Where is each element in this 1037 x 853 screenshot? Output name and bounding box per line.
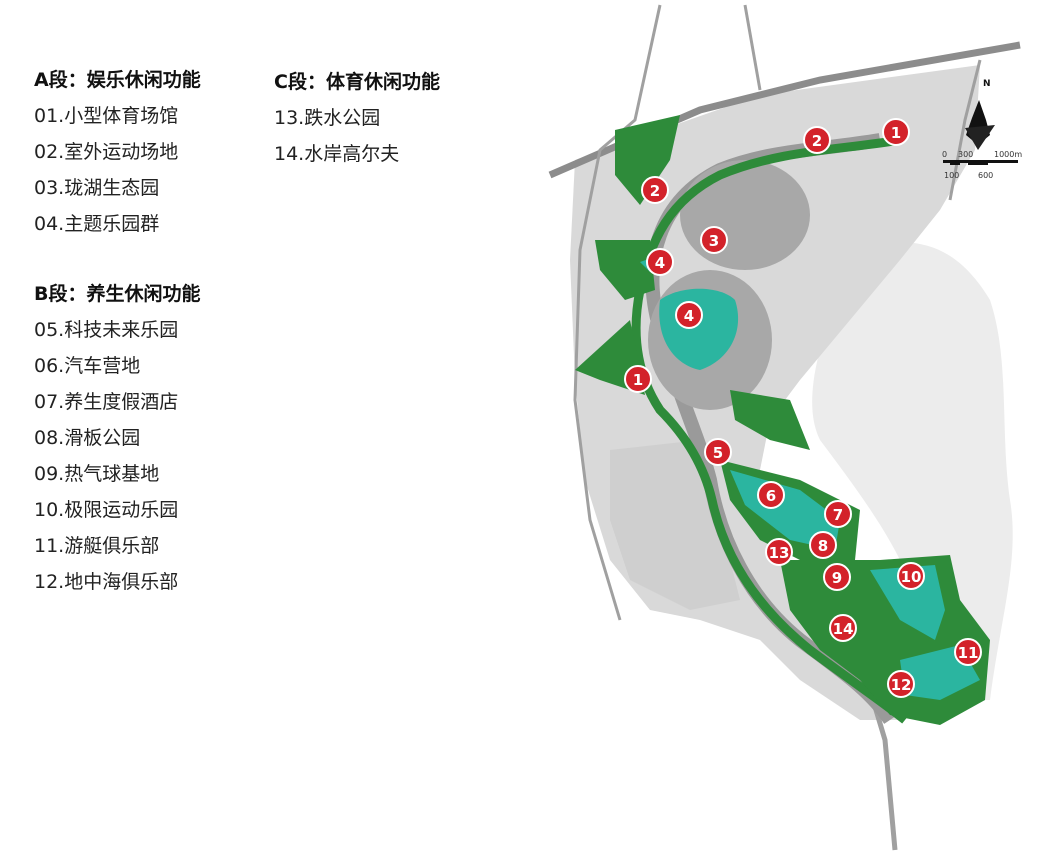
legend-item: 10.极限运动乐园 xyxy=(34,499,179,521)
marker-label: 2 xyxy=(812,132,822,150)
map-marker-1: 1 xyxy=(624,365,652,393)
legend-item: 01.小型体育场馆 xyxy=(34,105,179,127)
legend-item: 08.滑板公园 xyxy=(34,427,141,449)
marker-circle xyxy=(897,562,925,590)
marker-circle xyxy=(829,614,857,642)
map-marker-4: 4 xyxy=(646,248,674,276)
legend-item: 13.跌水公园 xyxy=(274,107,381,129)
marker-label: 13 xyxy=(769,544,790,562)
marker-label: 12 xyxy=(891,676,912,694)
scale-bar: 0 300 1000m 100 600 xyxy=(942,150,1022,180)
map-marker-6: 6 xyxy=(757,481,785,509)
legend-section-c: C段：体育休闲功能 13.跌水公园 14.水岸高尔夫 xyxy=(274,64,440,172)
legend-section-b: B段：养生休闲功能 05.科技未来乐园 06.汽车营地 07.养生度假酒店 08… xyxy=(34,276,200,600)
section-a-title: A段：娱乐休闲功能 xyxy=(34,69,201,91)
lake-district xyxy=(680,160,810,270)
map-marker-11: 11 xyxy=(954,638,982,666)
green-area xyxy=(615,115,680,205)
scale-label: 0 xyxy=(942,150,947,159)
marker-circle xyxy=(803,126,831,154)
marker-label: 8 xyxy=(818,537,828,555)
marker-circle xyxy=(675,301,703,329)
section-c-title: C段：体育休闲功能 xyxy=(274,71,440,93)
map-marker-2: 2 xyxy=(641,176,669,204)
map-marker-3: 3 xyxy=(700,226,728,254)
marker-label: 4 xyxy=(655,254,665,272)
marker-label: 11 xyxy=(958,644,979,662)
marker-circle xyxy=(823,563,851,591)
marker-circle xyxy=(824,500,852,528)
north-label: N xyxy=(983,79,991,89)
marker-label: 2 xyxy=(650,182,660,200)
marker-circle xyxy=(700,226,728,254)
scale-label: 100 xyxy=(944,171,959,180)
north-arrow: N xyxy=(965,79,995,150)
marker-label: 14 xyxy=(833,620,854,638)
road xyxy=(948,59,982,201)
green-corridor xyxy=(631,135,908,724)
legend-section-a: A段：娱乐休闲功能 01.小型体育场馆 02.室外运动场地 03.珑湖生态园 0… xyxy=(34,62,201,242)
green-area xyxy=(730,390,810,450)
green-area xyxy=(595,240,655,300)
scale-label: 600 xyxy=(978,171,993,180)
marker-label: 3 xyxy=(709,232,719,250)
marker-circle xyxy=(624,365,652,393)
scale-label: 1000m xyxy=(994,150,1022,159)
compass-icon xyxy=(965,125,995,150)
marker-label: 1 xyxy=(633,371,643,389)
marker-circle xyxy=(757,481,785,509)
marker-circle xyxy=(704,438,732,466)
marker-label: 10 xyxy=(901,568,922,586)
marker-circle xyxy=(954,638,982,666)
marker-label: 9 xyxy=(832,569,842,587)
marker-label: 4 xyxy=(684,307,694,325)
marker-circle xyxy=(809,531,837,559)
map-marker-12: 12 xyxy=(887,670,915,698)
map-marker-14: 14 xyxy=(829,614,857,642)
legend-item: 09.热气球基地 xyxy=(34,463,160,485)
section-b-title: B段：养生休闲功能 xyxy=(34,283,201,305)
legend-item: 07.养生度假酒店 xyxy=(34,391,179,413)
legend-item: 12.地中海俱乐部 xyxy=(34,571,179,593)
hill-terrain xyxy=(812,242,1013,700)
map-marker-13: 13 xyxy=(765,538,793,566)
legend-item: 03.珑湖生态园 xyxy=(34,177,160,199)
map-marker-7: 7 xyxy=(824,500,852,528)
map-marker-5: 5 xyxy=(704,438,732,466)
map-marker-10: 10 xyxy=(897,562,925,590)
marker-circle xyxy=(641,176,669,204)
marker-circle xyxy=(646,248,674,276)
map-marker-4: 4 xyxy=(675,301,703,329)
marker-circle xyxy=(765,538,793,566)
legend-item: 05.科技未来乐园 xyxy=(34,319,179,341)
legend-item: 04.主题乐园群 xyxy=(34,213,160,235)
legend-item: 02.室外运动场地 xyxy=(34,141,179,163)
road xyxy=(743,4,762,91)
map-marker-9: 9 xyxy=(823,563,851,591)
legend-item: 11.游艇俱乐部 xyxy=(34,535,160,557)
marker-label: 5 xyxy=(713,444,723,462)
scale-label: 300 xyxy=(958,150,973,159)
water-area xyxy=(870,565,945,640)
water-area xyxy=(730,470,840,550)
legend-item: 06.汽车营地 xyxy=(34,355,141,377)
road xyxy=(573,4,662,621)
marker-label: 6 xyxy=(766,487,776,505)
marker-label: 1 xyxy=(891,124,901,142)
marker-circle xyxy=(882,118,910,146)
map-marker-2: 2 xyxy=(803,126,831,154)
map-marker-8: 8 xyxy=(809,531,837,559)
legend-item: 14.水岸高尔夫 xyxy=(274,143,400,165)
marker-circle xyxy=(887,670,915,698)
marker-label: 7 xyxy=(833,506,843,524)
map-marker-1: 1 xyxy=(882,118,910,146)
